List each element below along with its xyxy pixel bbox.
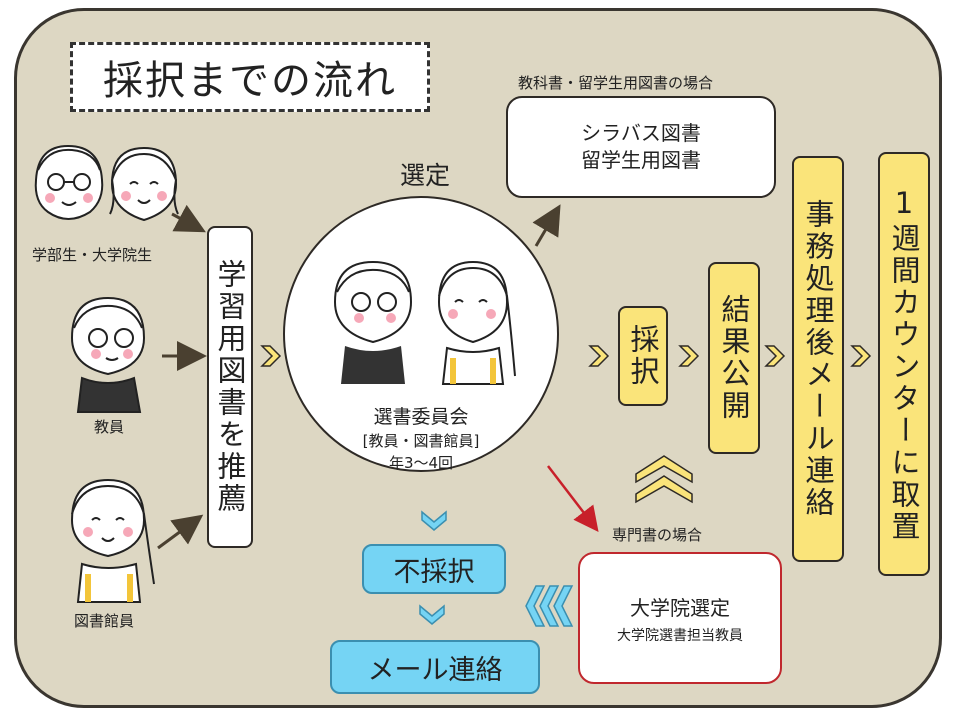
title-text: 採択までの流れ xyxy=(103,58,397,104)
librarian-icon xyxy=(70,478,155,603)
students-arrow xyxy=(171,204,206,233)
librarian-label: 図書館員 xyxy=(74,612,135,630)
to-syllabus-arrow xyxy=(532,204,561,247)
reject-text: 不採択 xyxy=(393,556,475,588)
syllabus-box: シラバス図書 留学生用図書 xyxy=(506,96,776,198)
result-box: 結果公開 xyxy=(708,262,760,454)
librarian-illustration xyxy=(70,478,155,603)
chevron-right-icon xyxy=(260,345,282,367)
student-glasses-icon xyxy=(34,144,104,220)
graduate-selection-line2: 大学院選書担当教員 xyxy=(617,627,743,644)
chevron-down-icon xyxy=(419,604,445,625)
committee-illustration xyxy=(333,260,516,385)
chevron-right-icon xyxy=(764,345,786,367)
faculty-icon xyxy=(70,296,146,413)
students-label: 学部生・大学院生 xyxy=(32,246,153,264)
reject-box: 不採択 xyxy=(362,544,506,594)
double-chevron-up-icon xyxy=(635,455,693,504)
faculty-illustration xyxy=(70,296,146,413)
selection-heading: 選定 xyxy=(400,161,451,190)
student-girl-icon xyxy=(109,146,179,222)
graduate-selection-box: 大学院選定 大学院選書担当教員 xyxy=(578,552,782,684)
chevron-right-icon xyxy=(588,345,610,367)
chevron-right-icon xyxy=(678,345,700,367)
adopt-box: 採択 xyxy=(618,306,668,406)
chevron-right-icon xyxy=(850,345,872,367)
result-text: 結果公開 xyxy=(717,294,751,422)
mail-text: メール連絡 xyxy=(367,654,503,686)
graduate-selection-line1: 大学院選定 xyxy=(630,595,730,620)
committee-frequency: 年3～4回 xyxy=(388,454,454,472)
syllabus-line1: シラバス図書 xyxy=(581,121,701,145)
committee-librarian-icon xyxy=(437,260,516,385)
faculty-label: 教員 xyxy=(94,418,125,436)
counter-box: 1週間カウンターに取置 xyxy=(878,152,930,576)
counter-text: 1週間カウンターに取置 xyxy=(887,185,921,543)
committee-name: 選書委員会 xyxy=(373,406,469,428)
syllabus-line2: 留学生用図書 xyxy=(581,148,701,172)
specialized-caption: 専門書の場合 xyxy=(612,526,703,544)
page-title: 採択までの流れ xyxy=(70,42,430,112)
committee-circle: 選書委員会 [教員・図書館員] 年3～4回 xyxy=(283,196,559,472)
committee-faculty-icon xyxy=(333,260,413,384)
recommend-text: 学習用図書を推薦 xyxy=(213,259,247,515)
committee-members: [教員・図書館員] xyxy=(362,432,480,450)
students-illustration xyxy=(34,144,179,222)
librarian-arrow xyxy=(157,514,204,550)
to-graduate-arrow xyxy=(547,465,599,532)
adopt-text: 採択 xyxy=(626,324,660,388)
after-process-text: 事務処理後メール連絡 xyxy=(801,199,835,519)
mail-box: メール連絡 xyxy=(330,640,540,694)
recommend-box: 学習用図書を推薦 xyxy=(207,226,253,548)
after-process-box: 事務処理後メール連絡 xyxy=(792,156,844,562)
textbook-caption: 教科書・留学生用図書の場合 xyxy=(518,74,714,92)
triple-chevron-left-icon xyxy=(525,585,574,627)
chevron-down-icon xyxy=(421,510,447,531)
